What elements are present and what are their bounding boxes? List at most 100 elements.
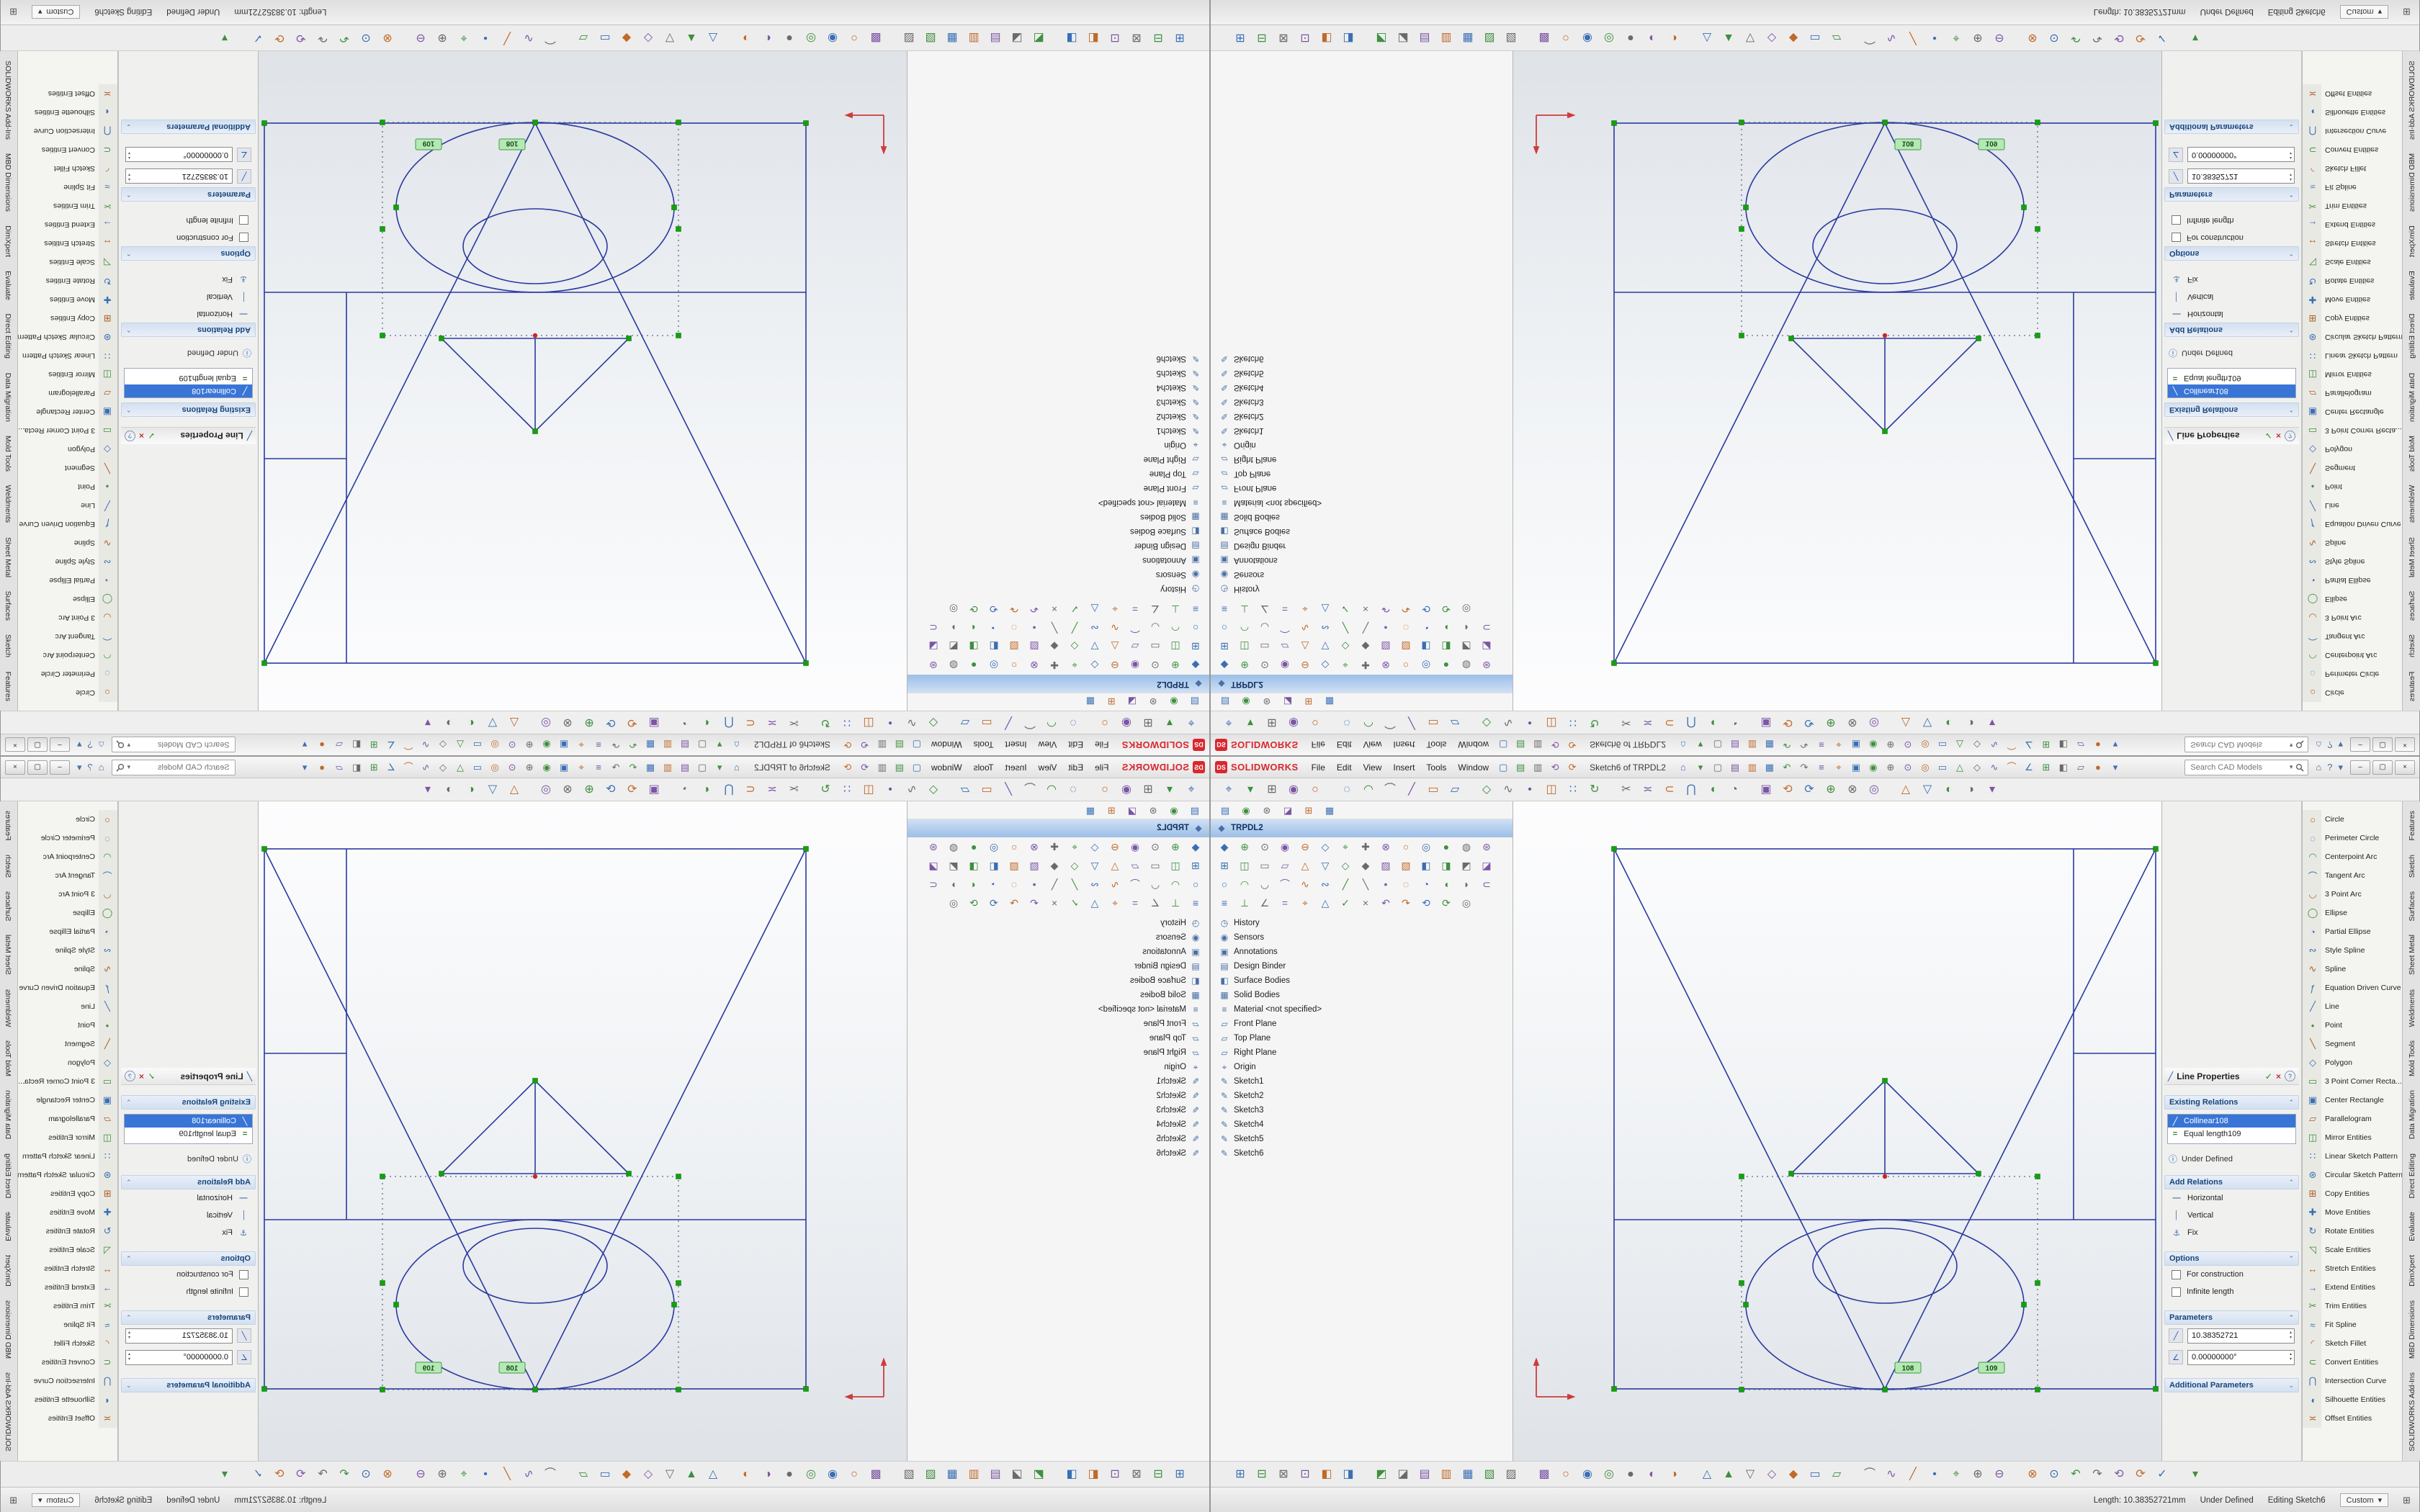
tool-icon[interactable]: ▭ xyxy=(1145,859,1165,872)
ribbon-tab[interactable]: DimXpert xyxy=(2406,223,2418,259)
toolbar-icon[interactable]: ⌒ xyxy=(1379,716,1401,730)
tree-item[interactable]: ◧ Surface Bodies xyxy=(1211,524,1512,539)
sketch-tool-item[interactable]: ⊛ Circular Sketch Pattern xyxy=(18,328,117,346)
section-additional-parameters[interactable]: Additional Parameters ⌄ xyxy=(121,120,256,134)
tool-icon[interactable]: ╱ xyxy=(1335,621,1355,634)
tree-root-item[interactable]: ◆ TRPDL2 xyxy=(1211,819,1512,837)
tree-item[interactable]: ✎ Sketch5 xyxy=(908,366,1209,380)
tree-item[interactable]: ✎ Sketch5 xyxy=(1211,366,1512,380)
vertex-handle[interactable] xyxy=(672,1302,677,1308)
option-checkbox-row[interactable]: For construction xyxy=(2164,229,2299,246)
tool-icon[interactable]: ≡ xyxy=(1214,896,1234,909)
panel-tab-icon[interactable]: ◉ xyxy=(1165,696,1183,708)
ribbon-tab[interactable]: Surfaces xyxy=(2406,589,2418,623)
tool-icon[interactable]: ◍ xyxy=(944,659,964,672)
toolbar-icon[interactable]: ▭ xyxy=(976,783,998,797)
menu-item[interactable]: Tools xyxy=(968,739,1000,752)
search-icon[interactable] xyxy=(2295,741,2304,750)
toolbar-icon[interactable]: ◐ xyxy=(757,1467,779,1482)
toolbar-icon[interactable]: ▣ xyxy=(1847,761,1865,773)
toolbar-icon[interactable]: ◧ xyxy=(1316,31,1337,45)
tree-item[interactable]: ▱ Front Plane xyxy=(908,481,1209,495)
vertex-handle[interactable] xyxy=(1739,1174,1744,1179)
checkbox[interactable] xyxy=(2172,1287,2181,1297)
sketch-tool-item[interactable]: ○ Circle xyxy=(18,683,117,702)
toolbar-icon[interactable]: ▭ xyxy=(976,716,998,730)
toolbar-icon[interactable]: ⌒ xyxy=(400,761,417,773)
search-box[interactable]: ▾ xyxy=(112,737,236,753)
help-icon[interactable]: ▾ xyxy=(77,739,82,751)
sketch-tool-item[interactable]: ▱ Parallelogram xyxy=(18,384,117,402)
ribbon-tab[interactable]: Direct Editing xyxy=(3,1151,14,1200)
ribbon-tab[interactable]: Sketch xyxy=(3,852,14,880)
toolbar-icon[interactable]: ◐ xyxy=(757,31,779,45)
tool-icon[interactable]: △ xyxy=(1105,640,1125,653)
tool-icon[interactable]: ▨ xyxy=(1024,859,1044,872)
toolbar-icon[interactable]: ⌖ xyxy=(1945,31,1967,45)
toolbar-icon[interactable]: ◉ xyxy=(1577,31,1598,45)
menu-item[interactable]: Edit xyxy=(1062,761,1089,774)
sketch-tool-item[interactable]: ✚ Move Entities xyxy=(2303,290,2402,309)
toolbar-icon[interactable]: ▭ xyxy=(1422,716,1444,730)
toolbar-icon[interactable]: ⊡ xyxy=(1104,1467,1126,1482)
parameter-input[interactable]: 0.00000000° ▴▾ xyxy=(2187,148,2295,163)
help-icon[interactable]: ? xyxy=(2285,1071,2295,1081)
panel-tab-icon[interactable]: ⊞ xyxy=(1300,804,1317,816)
toolbar-icon[interactable]: ◑ xyxy=(439,716,460,730)
vertex-handle[interactable] xyxy=(1789,1171,1794,1176)
toolbar-icon[interactable]: ⟳ xyxy=(1564,739,1581,751)
tool-icon[interactable]: ⊖ xyxy=(1105,659,1125,672)
toolbar-icon[interactable]: ◔ xyxy=(675,716,696,730)
toolbar-icon[interactable]: ○ xyxy=(1555,31,1577,45)
toolbar-icon[interactable]: ∿ xyxy=(1497,716,1519,730)
vertex-handle[interactable] xyxy=(262,661,267,666)
tool-icon[interactable]: ↷ xyxy=(1396,603,1416,616)
toolbar-icon[interactable]: ▥ xyxy=(1529,739,1546,751)
tree-item[interactable]: ✎ Sketch5 xyxy=(908,1132,1209,1146)
vertex-handle[interactable] xyxy=(1789,336,1794,341)
sketch-tool-item[interactable]: ◌ Perimeter Circle xyxy=(2303,665,2402,683)
tool-icon[interactable]: △ xyxy=(1295,859,1315,872)
tool-icon[interactable]: ⊙ xyxy=(1255,840,1275,853)
ribbon-tab[interactable]: Mold Tools xyxy=(3,1038,14,1079)
toolbar-icon[interactable]: ⊞ xyxy=(2038,739,2055,751)
sketch-tool-item[interactable]: ✂ Trim Entities xyxy=(2303,1297,2402,1315)
sketch-tool-item[interactable]: ≍ Offset Entities xyxy=(2303,84,2402,103)
ok-button[interactable]: ✓ xyxy=(148,431,155,441)
maximize-button[interactable]: ▢ xyxy=(27,738,48,752)
vertex-handle[interactable] xyxy=(1976,336,1981,341)
panel-tab-icon[interactable]: ⊛ xyxy=(1144,804,1162,816)
tool-icon[interactable]: ◎ xyxy=(944,603,964,616)
toolbar-icon[interactable]: ▾ xyxy=(2107,761,2124,773)
search-icon[interactable] xyxy=(116,763,125,772)
sketch-tool-item[interactable]: ▱ Parallelogram xyxy=(2303,1110,2402,1128)
toolbar-icon[interactable]: ▣ xyxy=(643,783,665,797)
toolbar-icon[interactable]: ▾ xyxy=(1240,716,1261,730)
tool-icon[interactable]: ▱ xyxy=(1125,640,1145,653)
sketch-tool-item[interactable]: ≍ Offset Entities xyxy=(18,84,117,103)
tree-item[interactable]: ▱ Right Plane xyxy=(1211,452,1512,467)
help-icon[interactable]: ▾ xyxy=(2338,739,2343,751)
toolbar-icon[interactable]: ▩ xyxy=(865,1467,887,1482)
sketch-tool-item[interactable]: ⊂ Convert Entities xyxy=(2303,140,2402,159)
toolbar-icon[interactable]: ⊞ xyxy=(365,761,382,773)
ribbon-tab[interactable]: Direct Editing xyxy=(2406,312,2418,361)
toolbar-icon[interactable]: ⟲ xyxy=(290,1467,312,1482)
tree-item[interactable]: ▱ Top Plane xyxy=(908,1031,1209,1045)
section-parameters[interactable]: Parameters ⌃ xyxy=(2164,187,2299,202)
search-input[interactable] xyxy=(133,740,230,750)
tool-icon[interactable]: ◗ xyxy=(944,878,964,891)
sketch-tool-item[interactable]: ⋂ Intersection Curve xyxy=(2303,122,2402,140)
tool-icon[interactable]: ◆ xyxy=(1214,659,1234,672)
tool-icon[interactable]: ◩ xyxy=(944,859,964,872)
toolbar-icon[interactable]: ⊞ xyxy=(365,739,382,751)
sketch-tool-item[interactable]: → Extend Entities xyxy=(2303,215,2402,234)
tool-icon[interactable]: ↷ xyxy=(1004,896,1024,909)
panel-tab-icon[interactable]: ▤ xyxy=(1216,804,1234,816)
tool-icon[interactable]: ∿ xyxy=(1105,621,1125,634)
sketch-tool-item[interactable]: ◜ Sketch Fillet xyxy=(18,1334,117,1353)
toolbar-icon[interactable]: ▽ xyxy=(1917,716,1938,730)
minimize-button[interactable]: – xyxy=(50,738,70,752)
add-relation-button[interactable]: │ Vertical xyxy=(121,1207,256,1224)
toolbar-icon[interactable]: ○ xyxy=(1094,783,1116,797)
